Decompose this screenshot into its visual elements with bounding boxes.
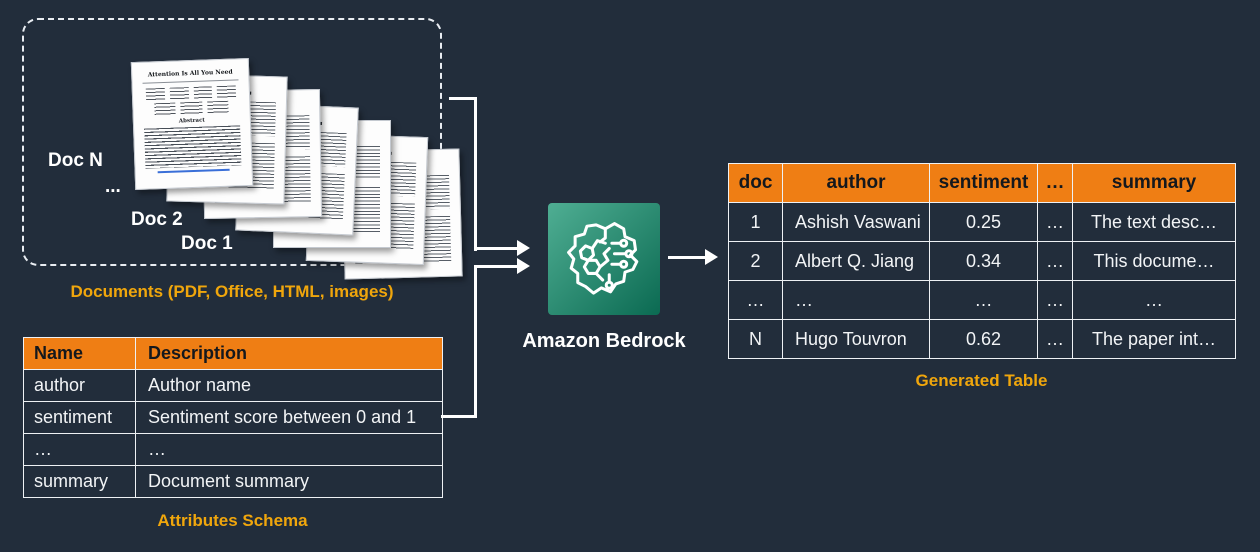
- arrow-schema-to-bedrock-segment: [441, 415, 477, 418]
- bedrock-brain-icon: [548, 203, 660, 315]
- generated-table: doc author sentiment … summary 1 Ashish …: [728, 163, 1236, 359]
- paper-author-block: [145, 85, 237, 101]
- gen-cell: This docume…: [1072, 241, 1236, 281]
- gen-cell: Hugo Touvron: [782, 319, 930, 359]
- gen-cell: …: [782, 280, 930, 320]
- table-row: summary Document summary: [23, 465, 443, 498]
- gen-cell: 0.34: [929, 241, 1038, 281]
- table-row: sentiment Sentiment score between 0 and …: [23, 401, 443, 434]
- arrow-schema-to-bedrock-head: [517, 258, 530, 274]
- schema-cell: Author name: [135, 369, 443, 402]
- gen-header-sentiment: sentiment: [929, 163, 1038, 203]
- gen-cell: Ashish Vaswani: [782, 202, 930, 242]
- gen-cell: …: [929, 280, 1038, 320]
- schema-cell: sentiment: [23, 401, 136, 434]
- gen-header-author: author: [782, 163, 930, 203]
- gen-cell: N: [728, 319, 783, 359]
- arrow-schema-to-bedrock-segment: [474, 265, 519, 268]
- gen-header-ellipsis: …: [1037, 163, 1073, 203]
- paper-text-block: [144, 125, 242, 169]
- table-row: … … … … …: [728, 280, 1236, 320]
- gen-cell: 0.25: [929, 202, 1038, 242]
- schema-header-description: Description: [135, 337, 443, 370]
- paper-author-block: [154, 100, 229, 116]
- paper-title: Attention Is All You Need: [147, 68, 233, 79]
- documents-group-box: Attention Is All You Need Abstract: [22, 18, 463, 280]
- schema-cell: …: [23, 433, 136, 466]
- schema-cell: Sentiment score between 0 and 1: [135, 401, 443, 434]
- gen-cell: Albert Q. Jiang: [782, 241, 930, 281]
- bedrock-label: Amazon Bedrock: [522, 330, 686, 352]
- table-row: … …: [23, 433, 443, 466]
- table-row: 2 Albert Q. Jiang 0.34 … This docume…: [728, 241, 1236, 281]
- gen-header-doc: doc: [728, 163, 783, 203]
- paper-rule: [142, 79, 239, 84]
- doc-label-1: Doc 1: [181, 233, 233, 254]
- arrow-bedrock-to-table-segment: [668, 256, 708, 259]
- arrow-documents-to-bedrock-segment: [449, 97, 477, 100]
- arrow-documents-to-bedrock-segment: [474, 247, 519, 250]
- gen-cell: 1: [728, 202, 783, 242]
- doc-label-ellipsis: ...: [105, 176, 121, 197]
- table-header-row: Name Description: [23, 337, 443, 370]
- gen-cell: …: [728, 280, 783, 320]
- paper-abstract-heading: Abstract: [178, 117, 206, 125]
- gen-cell: The paper int…: [1072, 319, 1236, 359]
- gen-cell: …: [1037, 202, 1073, 242]
- attributes-schema-caption: Attributes Schema: [157, 511, 308, 530]
- gen-cell: 2: [728, 241, 783, 281]
- arrow-documents-to-bedrock-head: [517, 240, 530, 256]
- table-row: author Author name: [23, 369, 443, 402]
- table-header-row: doc author sentiment … summary: [728, 163, 1236, 203]
- arrow-bedrock-to-table-head: [705, 249, 718, 265]
- generated-table-caption: Generated Table: [915, 371, 1048, 390]
- doc-label-n: Doc N: [48, 150, 103, 171]
- document-page-front: Attention Is All You Need Abstract: [130, 57, 254, 191]
- arrow-schema-to-bedrock-segment: [474, 265, 477, 418]
- gen-cell: …: [1037, 319, 1073, 359]
- attributes-schema-table: Name Description author Author name sent…: [23, 337, 443, 498]
- schema-cell: summary: [23, 465, 136, 498]
- gen-cell: The text desc…: [1072, 202, 1236, 242]
- gen-header-summary: summary: [1072, 163, 1236, 203]
- schema-cell: Document summary: [135, 465, 443, 498]
- documents-caption: Documents (PDF, Office, HTML, images): [70, 282, 394, 301]
- table-row: N Hugo Touvron 0.62 … The paper int…: [728, 319, 1236, 359]
- gen-cell: …: [1037, 280, 1073, 320]
- arrow-documents-to-bedrock-segment: [474, 97, 477, 251]
- schema-cell: …: [135, 433, 443, 466]
- gen-cell: …: [1037, 241, 1073, 281]
- schema-cell: author: [23, 369, 136, 402]
- table-row: 1 Ashish Vaswani 0.25 … The text desc…: [728, 202, 1236, 242]
- gen-cell: …: [1072, 280, 1236, 320]
- gen-cell: 0.62: [929, 319, 1038, 359]
- doc-label-2: Doc 2: [131, 209, 183, 230]
- schema-header-name: Name: [23, 337, 136, 370]
- paper-link-line: [157, 168, 230, 173]
